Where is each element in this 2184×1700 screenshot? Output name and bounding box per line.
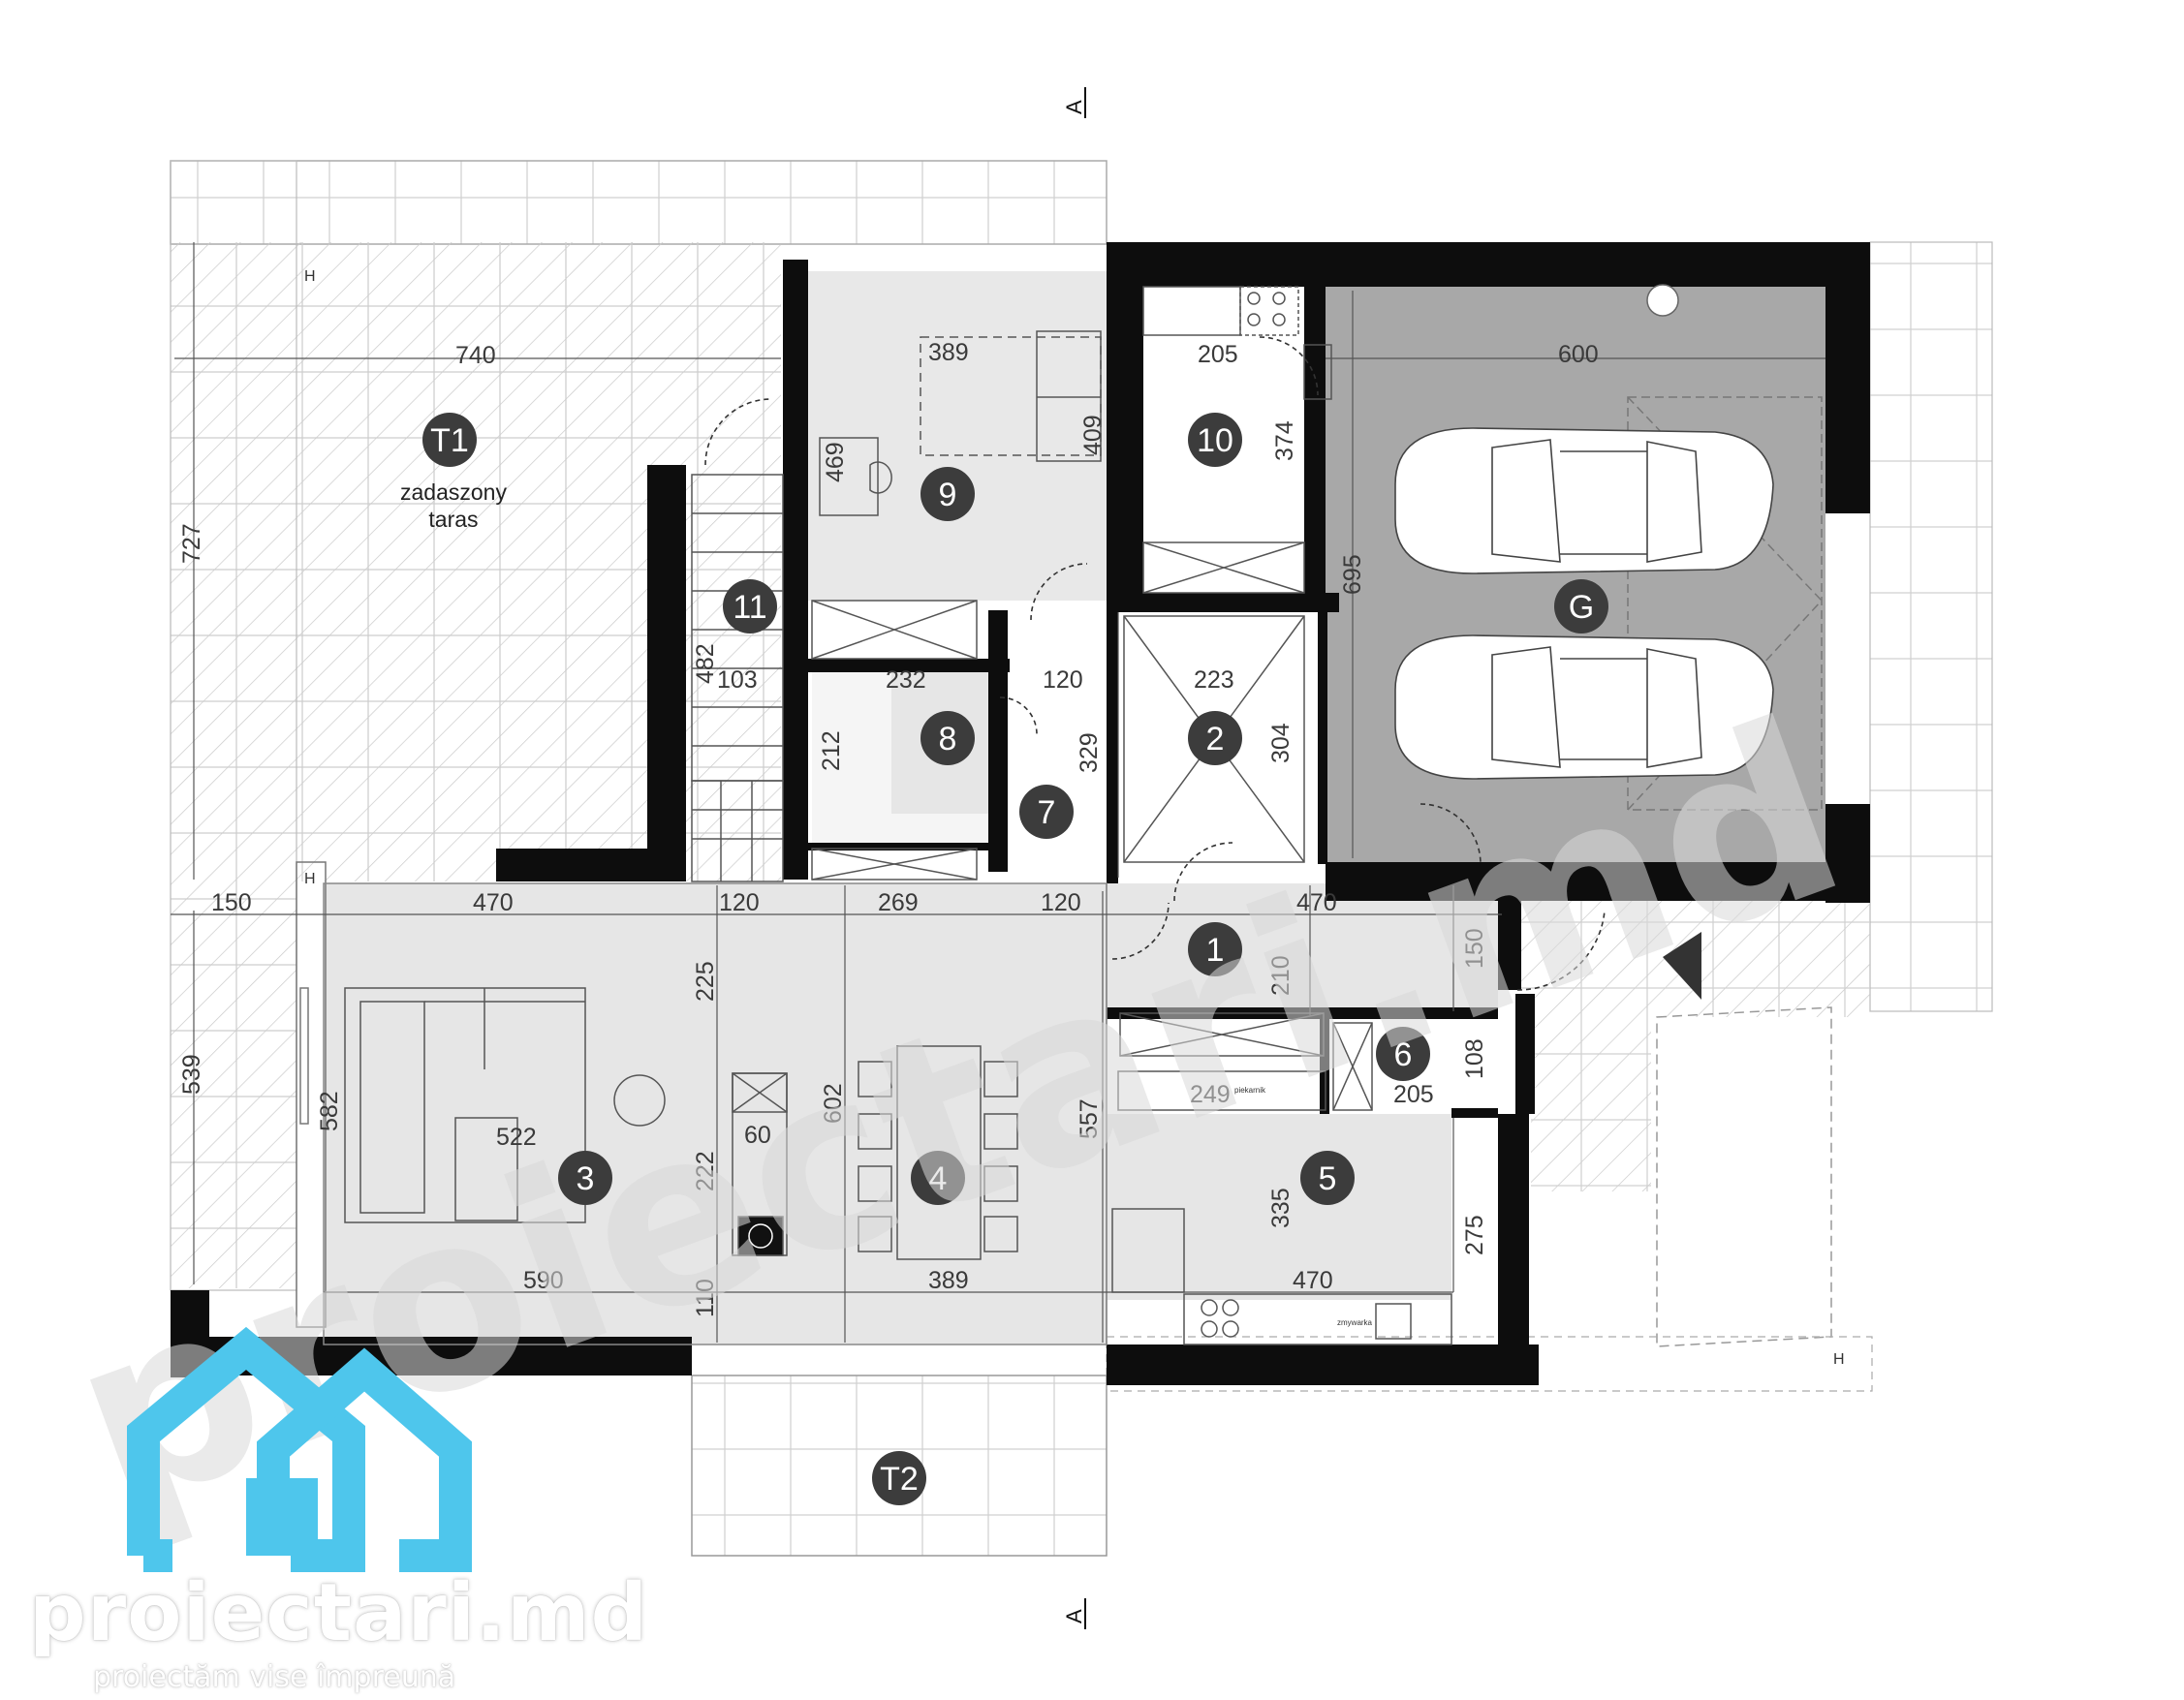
dimension-lines	[171, 242, 1825, 1343]
dim-727: 727	[178, 523, 205, 564]
room-badge-6: 6	[1376, 1027, 1430, 1081]
dim-470-right: 470	[1296, 889, 1337, 916]
svg-text:7: 7	[1038, 794, 1056, 831]
dim-602: 602	[820, 1083, 847, 1124]
walls	[171, 242, 1870, 1385]
dim-469: 469	[822, 442, 849, 482]
room-badge-g: G	[1554, 579, 1608, 634]
dim-470-bottom: 470	[1293, 1267, 1333, 1294]
room-badge-11: 11	[723, 579, 777, 634]
room-badge-8: 8	[920, 711, 975, 765]
room-badge-t2: T2	[872, 1451, 926, 1505]
section-marks: A A H H H	[304, 87, 1845, 1629]
room-label-t1-line1: zadaszony	[400, 479, 507, 505]
dim-120-mid: 120	[719, 889, 760, 916]
dim-329: 329	[1076, 732, 1103, 773]
dim-409: 409	[1079, 415, 1107, 455]
dim-205: 205	[1198, 341, 1238, 368]
dim-522: 522	[496, 1124, 537, 1151]
dim-103: 103	[717, 666, 758, 694]
room-badge-t1: T1	[422, 413, 477, 467]
dim-374: 374	[1271, 420, 1298, 461]
room-badge-3: 3	[558, 1151, 612, 1205]
dim-275: 275	[1461, 1215, 1488, 1255]
dim-205-bottom: 205	[1393, 1081, 1434, 1108]
section-mark-bottom: A	[1062, 1609, 1086, 1623]
car-icons	[1394, 427, 1774, 780]
room-badge-10: 10	[1188, 413, 1242, 467]
terrace-right	[1106, 241, 1993, 1392]
dim-60: 60	[744, 1122, 771, 1149]
room-badge-1: 1	[1188, 922, 1242, 976]
dim-249: 249	[1190, 1081, 1231, 1108]
dim-223: 223	[1194, 666, 1234, 694]
car-icon-2	[1394, 634, 1774, 780]
dim-108: 108	[1461, 1038, 1488, 1079]
svg-text:4: 4	[929, 1160, 948, 1197]
svg-text:5: 5	[1319, 1160, 1337, 1197]
dim-557: 557	[1076, 1098, 1103, 1139]
brand-name: proiectari.md	[29, 1567, 649, 1659]
room-label-t1-line2: taras	[428, 507, 478, 532]
svg-text:8: 8	[939, 721, 957, 757]
dim-225: 225	[692, 961, 719, 1002]
dim-389-bottom: 389	[928, 1267, 969, 1294]
dim-539: 539	[178, 1054, 205, 1095]
dim-210: 210	[1267, 955, 1295, 996]
dim-232: 232	[886, 666, 926, 694]
dim-695: 695	[1339, 554, 1366, 595]
dim-269: 269	[878, 889, 919, 916]
dim-482: 482	[692, 643, 719, 684]
level-mark-2: H	[304, 871, 316, 887]
dim-600: 600	[1558, 341, 1599, 368]
room-badge-4: 4	[911, 1151, 965, 1205]
level-mark-1: H	[304, 268, 316, 285]
dim-110: 110	[692, 1279, 719, 1317]
svg-text:3: 3	[577, 1160, 595, 1197]
room-badge-5: 5	[1300, 1151, 1355, 1205]
dim-222: 222	[692, 1151, 719, 1191]
dim-120-right: 120	[1041, 889, 1081, 916]
dim-150-left: 150	[211, 889, 252, 916]
svg-text:10: 10	[1197, 422, 1233, 459]
car-icon-1	[1394, 427, 1774, 574]
brand-logo-icon	[127, 1326, 472, 1572]
svg-text:G: G	[1569, 589, 1594, 626]
dim-470-left: 470	[473, 889, 514, 916]
section-mark-top: A	[1062, 100, 1086, 114]
svg-text:T2: T2	[880, 1461, 919, 1498]
dim-150-right: 150	[1461, 928, 1488, 969]
room-badge-7: 7	[1019, 785, 1074, 839]
entrance-arrow-icon	[1663, 932, 1701, 1000]
svg-text:6: 6	[1394, 1036, 1413, 1073]
brand-tagline: proiectăm vise împreună	[93, 1660, 456, 1694]
dim-304: 304	[1267, 723, 1295, 763]
appliance-label-zmywarka: zmywarka	[1337, 1318, 1373, 1327]
svg-text:1: 1	[1206, 932, 1225, 969]
level-mark-3: H	[1833, 1351, 1845, 1368]
room-badge-9: 9	[920, 467, 975, 521]
dim-212: 212	[818, 730, 845, 771]
dim-582: 582	[316, 1091, 343, 1131]
dim-740: 740	[455, 342, 496, 369]
dim-120-top: 120	[1043, 666, 1083, 694]
svg-text:11: 11	[733, 589, 766, 626]
doors	[704, 336, 1606, 991]
svg-text:2: 2	[1206, 721, 1225, 757]
dim-335: 335	[1267, 1188, 1295, 1228]
dim-389: 389	[928, 339, 969, 366]
svg-text:9: 9	[939, 477, 957, 513]
dim-590: 590	[523, 1267, 564, 1294]
dimension-labels: 740 727 389 469 409 205 374 600 695 482 …	[178, 339, 1599, 1317]
svg-text:T1: T1	[430, 422, 469, 459]
room-badge-2: 2	[1188, 711, 1242, 765]
appliance-label-piekarnik: piekarnik	[1234, 1086, 1266, 1095]
